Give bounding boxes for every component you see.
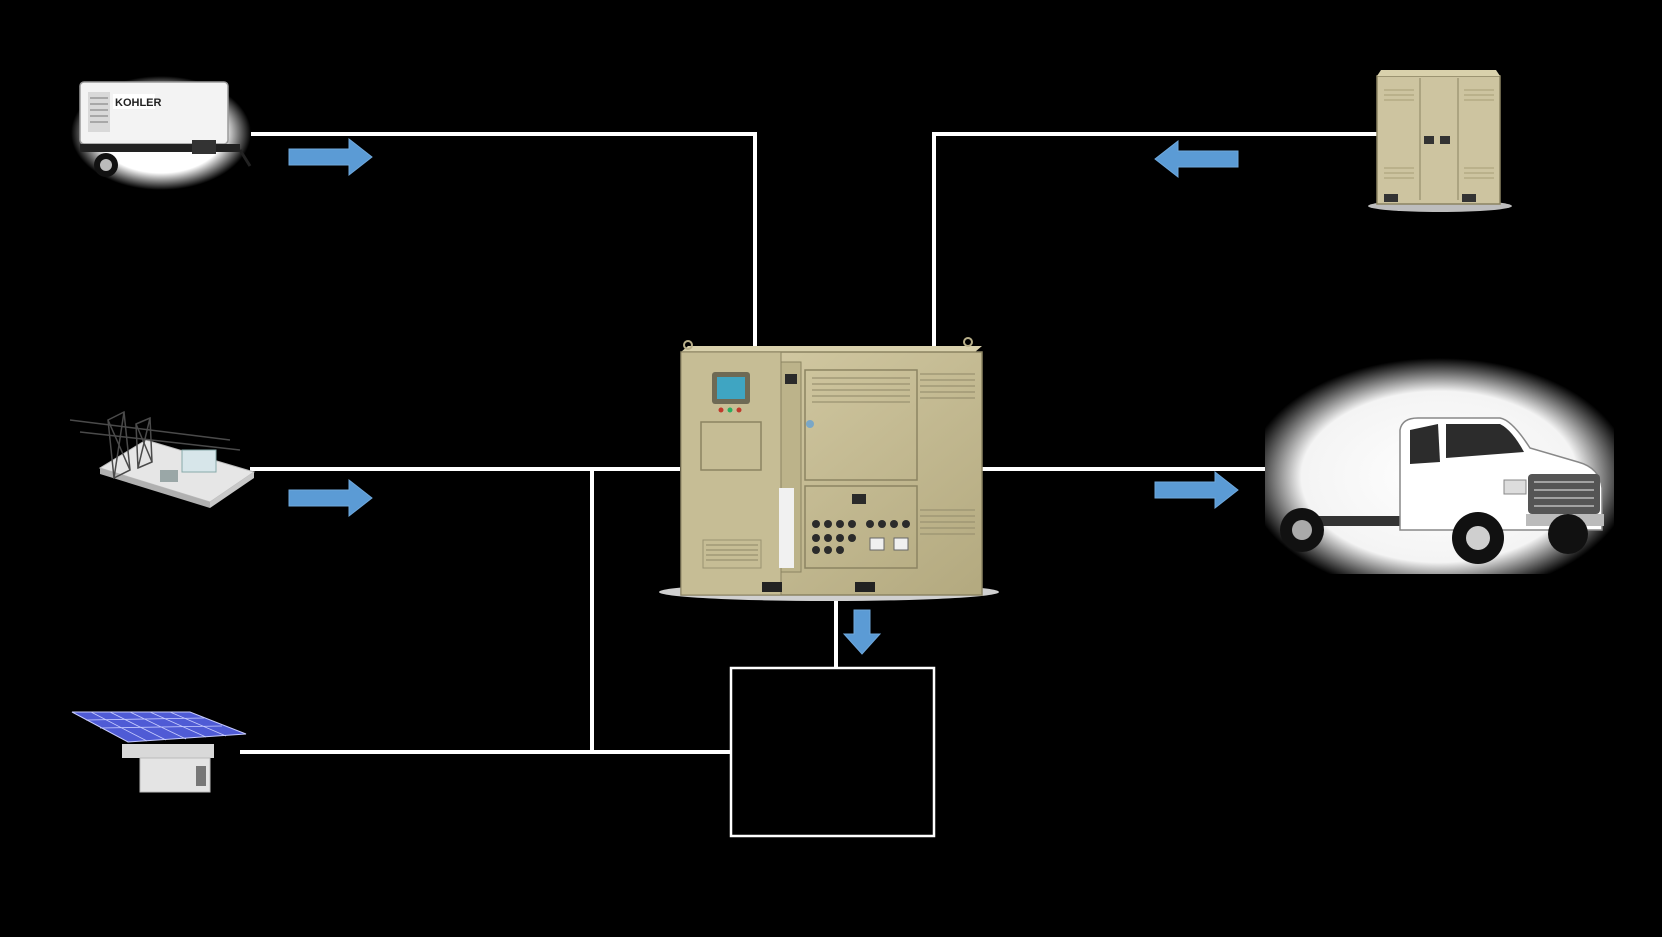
power-cabinet-icon [659,338,999,601]
substation-icon [70,412,254,508]
line-generator-to-unit [240,134,755,352]
solar-panel-icon [72,712,246,792]
line-storage-to-unit [934,134,1380,352]
arrow-right-generator [289,139,372,175]
arrow-left-storage [1155,141,1238,177]
arrow-down-box [844,610,880,654]
generator-brand-label: KOHLER [115,97,162,109]
output-box [731,668,934,836]
storage-cabinet-icon [1368,70,1512,212]
arrow-right-substation [289,480,372,516]
arrow-right-truck [1155,472,1238,508]
truck-icon [1265,358,1614,574]
generator-trailer-icon: KOHLER [71,76,251,190]
